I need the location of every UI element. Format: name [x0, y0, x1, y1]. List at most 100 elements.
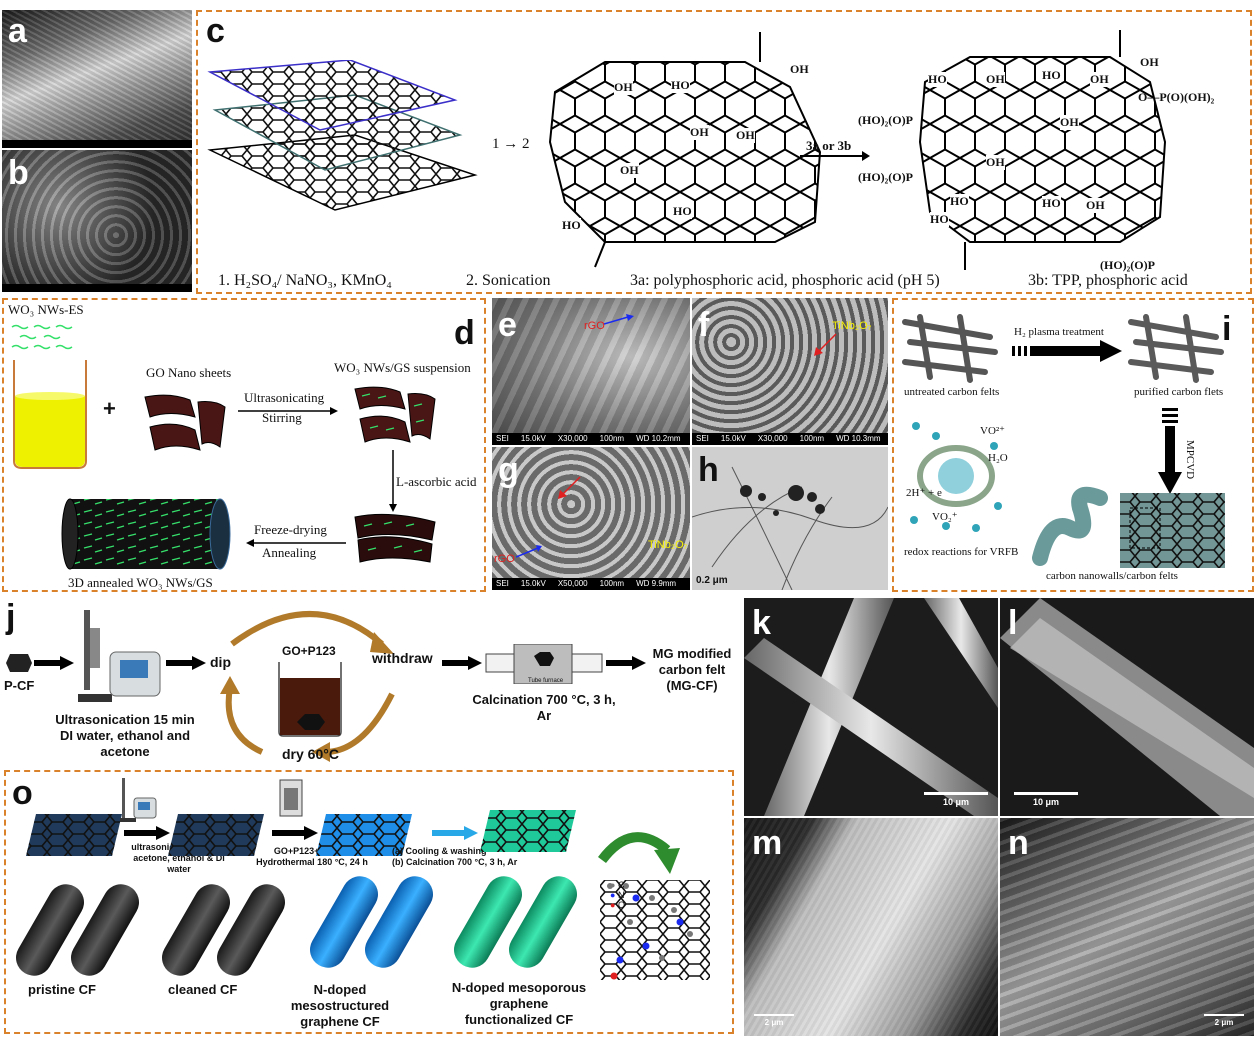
sem-image-b: b: [2, 150, 192, 292]
scale-k: 10 μm: [924, 792, 988, 807]
blue-fibers: [310, 876, 433, 968]
vo2plus-label: VO²⁺: [980, 425, 1005, 437]
arrow-j-1: [34, 656, 74, 670]
panel-label-d: d: [454, 314, 475, 352]
arrow-j-2: [166, 656, 206, 670]
cleaned-fibers: [162, 884, 285, 976]
panel-o-frame: [4, 770, 734, 1034]
nanowalls-icon: [1032, 486, 1225, 568]
scale-m: 2 μm: [754, 1014, 794, 1027]
sem-image-l: l 10 μm: [1000, 598, 1254, 816]
graphite-stack-diagram: [207, 60, 478, 211]
purified-label: purified carbon flets: [1134, 386, 1224, 398]
cleaned-cf-label: cleaned CF: [168, 982, 238, 997]
panel-label-f: f: [698, 306, 710, 344]
autoclave-icon: [279, 779, 303, 817]
untreated-felt-icon: [902, 314, 998, 383]
nanowalls-label: carbon nanowalls/carbon felts: [1046, 570, 1178, 582]
felt-cleaned-icon: [168, 814, 264, 856]
suspension-label: WO₃ NWs/GS suspension: [334, 360, 471, 375]
phos-oh-3: OH: [1060, 115, 1079, 130]
panel-label-l: l: [1008, 604, 1018, 642]
dip-cycle-arrows: [220, 611, 395, 762]
graphene-oxide-structure: [548, 32, 822, 268]
arrow-3a-3b-label: 3a or 3b: [806, 138, 852, 153]
arrow-h2-plasma: [1012, 340, 1122, 362]
freeze-label: Freeze-drying: [254, 522, 327, 537]
dip-label: dip: [210, 654, 231, 670]
tinb-label-g: TiNb₂O₇: [648, 539, 688, 551]
go-oh-label: OH: [790, 62, 809, 76]
panel-label-g: g: [498, 451, 519, 489]
suspension-sheets-icon: [354, 386, 436, 443]
phos-oh-4: OH: [986, 155, 1005, 170]
step-3b-caption: 3b: TPP, phosphoric acid: [1028, 272, 1188, 289]
ascorbic-label: L-ascorbic acid: [396, 474, 477, 489]
tem-scale-h: 0.2 μm: [696, 575, 728, 586]
redox-cycle-icon: [910, 422, 1002, 532]
tube-furnace-icon: [485, 644, 603, 684]
mpcvd-label: MPCVD: [1184, 440, 1196, 480]
purified-felt-icon: [1128, 314, 1224, 383]
tube-furnace-label: Tube furnace: [528, 678, 564, 684]
annealing-label: Annealing: [262, 545, 317, 560]
arrow-f: [814, 333, 837, 356]
n-doped-graphene-lattice: [600, 880, 710, 980]
rgo-label-g: rGO: [494, 553, 515, 565]
untreated-label: untreated carbon felts: [904, 386, 1000, 398]
beaker-go-icon: [278, 662, 342, 737]
nanowires-icon: [11, 324, 73, 350]
ultrasonicating-label: Ultrasonicating: [244, 390, 325, 405]
arrow-j-4: [606, 656, 646, 670]
sem-image-a: a: [2, 10, 192, 148]
phosphate-left-1: (HO)₂(O)P: [858, 113, 913, 128]
phos-ho-2: HO: [1042, 68, 1061, 83]
step-1-caption: 1. H₂SO₄/ NaNO₃, KMnO₄: [218, 272, 392, 289]
product-label: 3D annealed WO₃ NWs/GS: [68, 575, 213, 590]
scale-l: 10 μm: [1014, 792, 1078, 807]
phos-ho-5: HO: [930, 212, 949, 227]
arrow-o-1: [124, 826, 170, 840]
sem-image-m: m 2 μm: [744, 818, 998, 1036]
panel-label-n: n: [1008, 824, 1029, 862]
h2o-label: H₂O: [988, 452, 1008, 464]
sem-image-n: n 2 μm: [1000, 818, 1254, 1036]
plus-sign: +: [103, 396, 116, 421]
arrow-steps-1-2: 1 → 2: [492, 136, 530, 152]
phosphorylated-go-structure: [918, 30, 1167, 270]
felt-pristine-icon: [26, 814, 122, 856]
panel-c-frame: [196, 10, 1252, 294]
go-nanosheets-icon: [144, 394, 226, 451]
panel-label-j: j: [6, 598, 16, 636]
phos-oh-2: OH: [1090, 72, 1109, 87]
reaction-arrow-2: [800, 151, 870, 161]
sonicator-o-icon: [120, 778, 157, 822]
gop123-label: GO+P123: [282, 644, 336, 658]
arrow-g-2: [516, 545, 542, 558]
arrow-o-3: [432, 826, 478, 840]
panel-label-i: i: [1222, 310, 1232, 348]
step-3a-caption: 3a: polyphosphoric acid, phosphoric acid…: [630, 272, 940, 289]
phos-ho-4: HO: [1042, 196, 1061, 211]
panel-label-k: k: [752, 604, 771, 642]
phos-oh-5: OH: [1086, 198, 1105, 213]
h2-plasma-label: H₂ plasma treatment: [1014, 326, 1104, 338]
panel-label-a: a: [8, 12, 27, 50]
scale-n: 2 μm: [1204, 1014, 1244, 1027]
pristine-cf-label: pristine CF: [28, 982, 96, 997]
pcf-label: P-CF: [4, 678, 35, 693]
beaker-icon: [13, 360, 87, 469]
arrow-ultrasonicating: [238, 407, 338, 415]
arrow-j-3: [442, 656, 482, 670]
proton-label: 2H⁺ + e: [906, 487, 942, 499]
withdraw-label: withdraw: [372, 650, 433, 666]
stirring-label: Stirring: [262, 410, 302, 425]
arrow-o-2: [272, 826, 318, 840]
go-ho-2: HO: [673, 204, 692, 219]
go-sheets-label: GO Nano sheets: [146, 365, 232, 380]
phosphate-top: O—P(O)(OH)₂: [1138, 90, 1215, 104]
